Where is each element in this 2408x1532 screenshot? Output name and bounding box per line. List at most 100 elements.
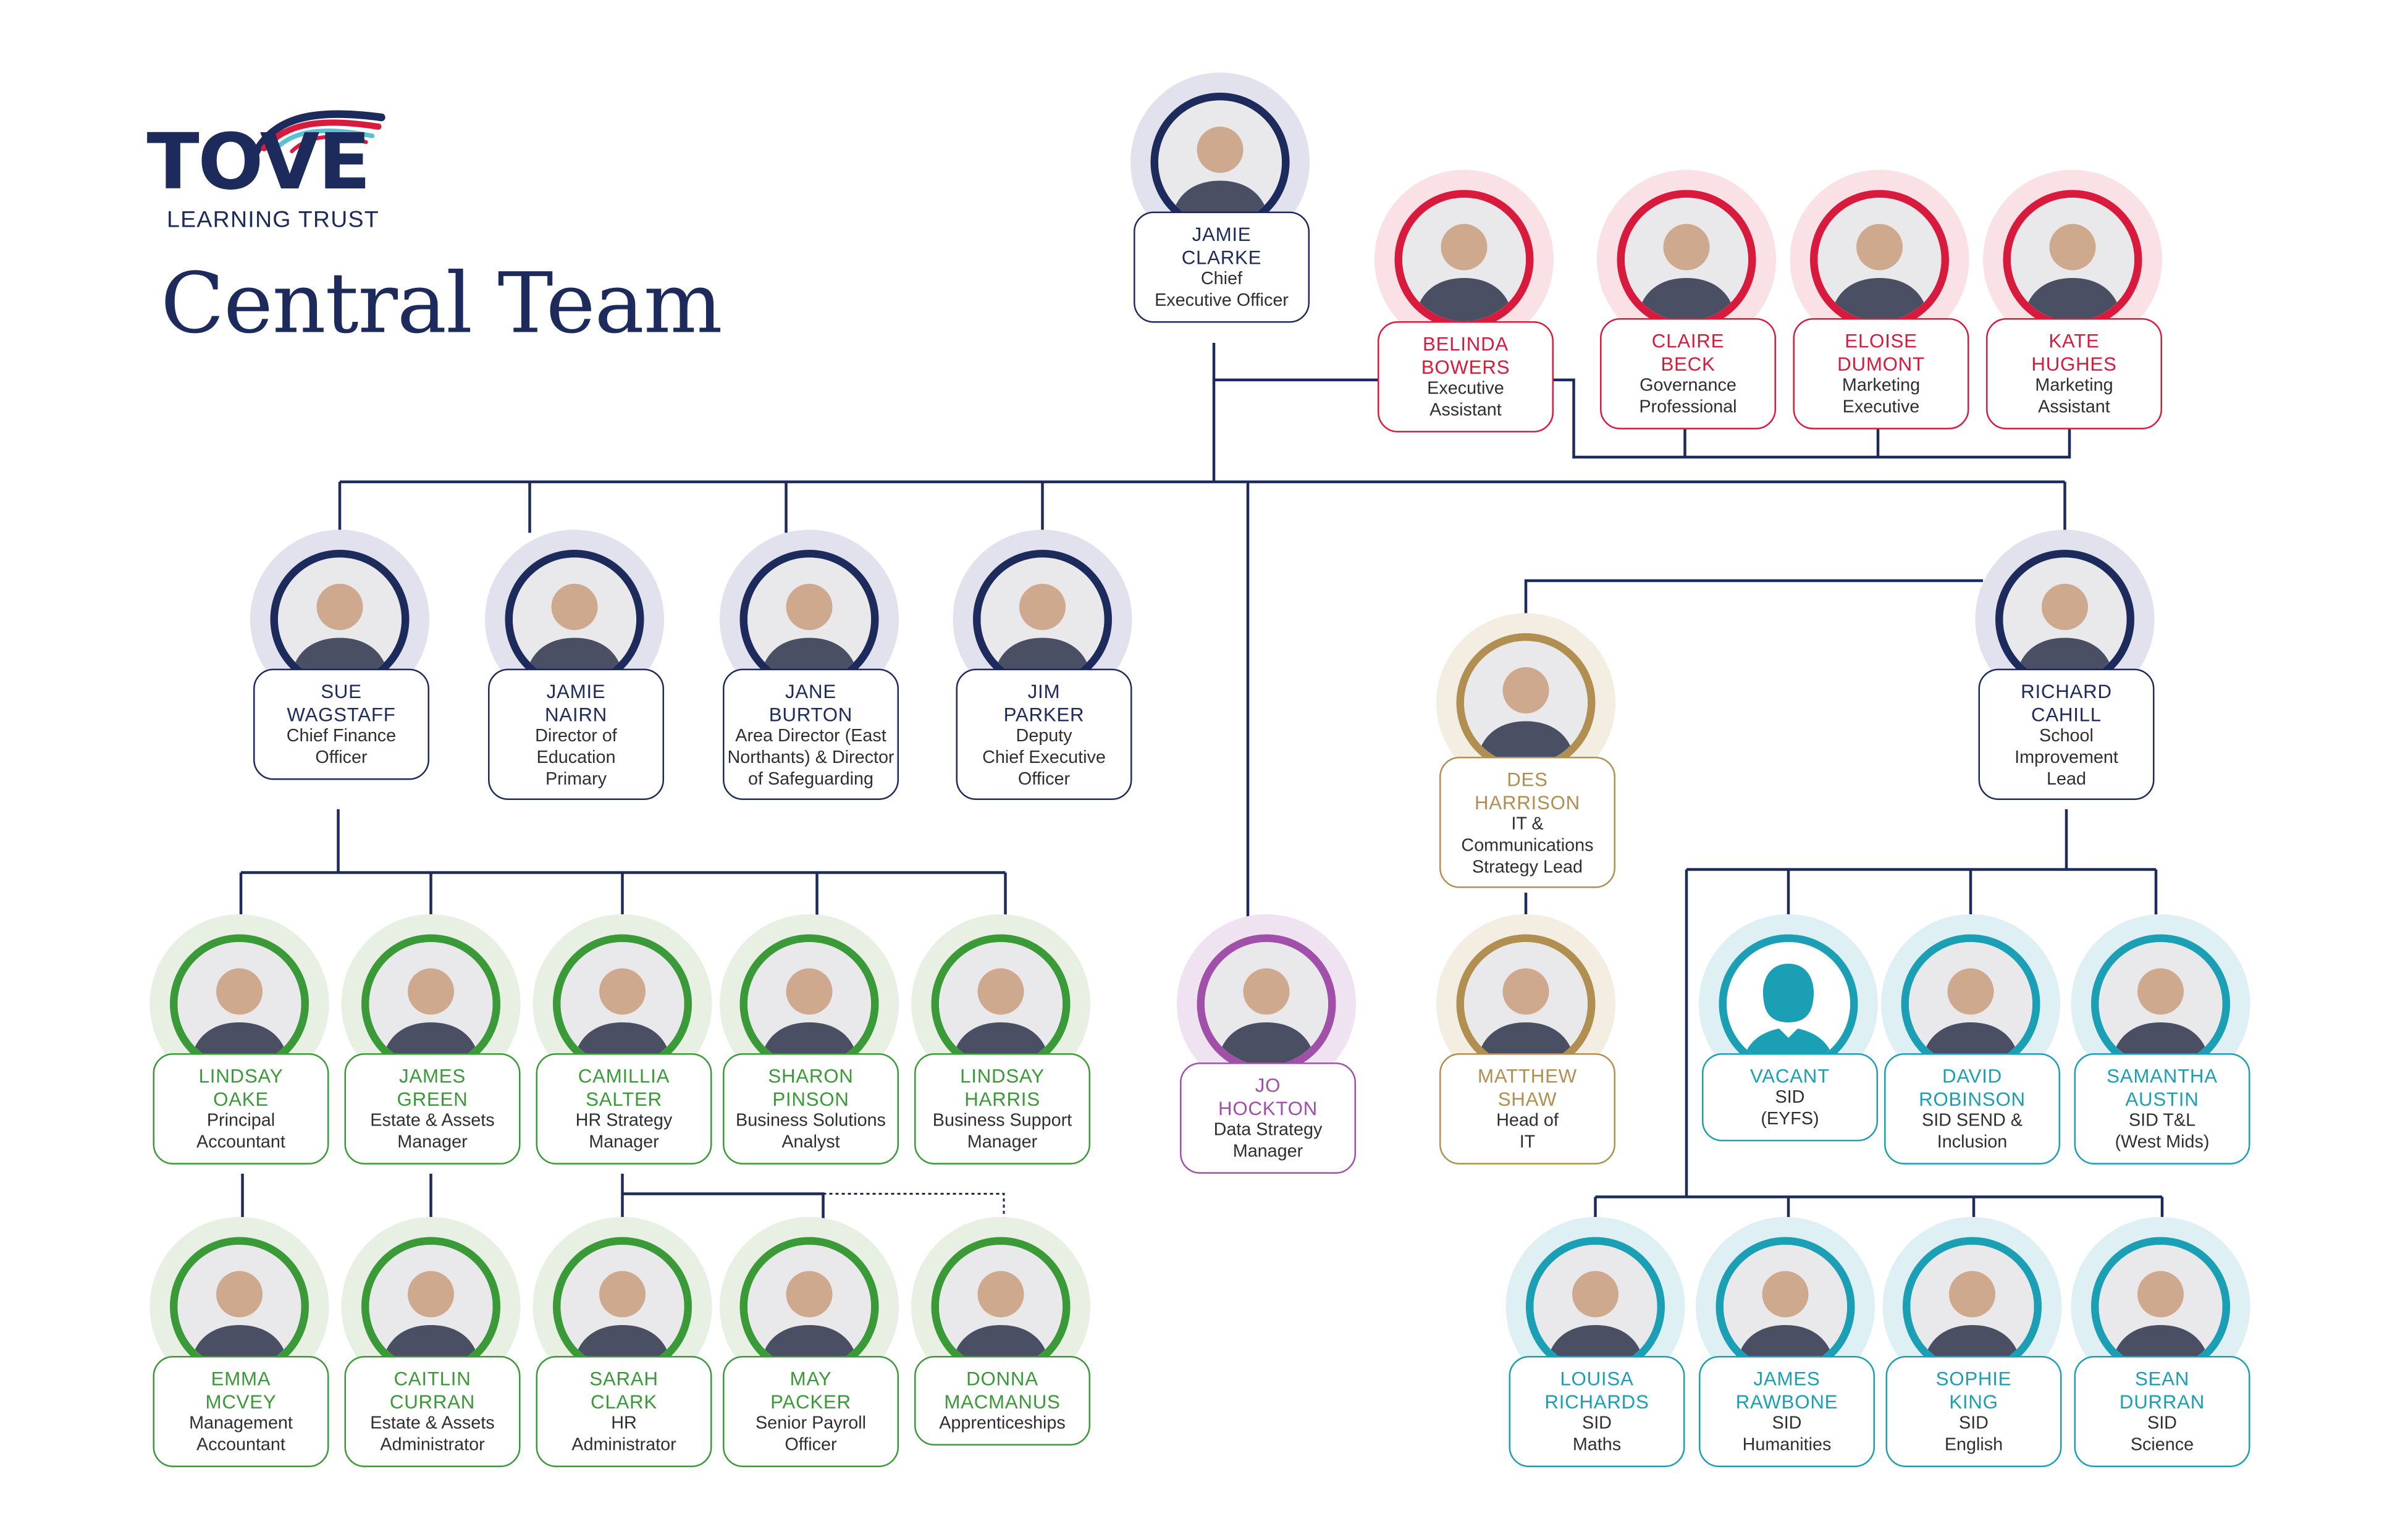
connector [1594,1195,2164,1223]
connector [241,1174,624,1223]
person-photo-icon [560,942,684,1066]
logo-subtitle: LEARNING TRUST [167,207,379,234]
role-line: Deputy [1016,727,1072,746]
person-photo-icon [1909,942,2032,1066]
connector [1524,579,1983,617]
person-photo-icon [1817,198,1942,321]
first-name: KATE [2048,330,2100,352]
photo-ring [361,1237,500,1376]
first-name: SUE [321,681,362,703]
person-photo-icon [939,1245,1063,1368]
last-name: PINSON [772,1088,849,1111]
last-name: PARKER [1003,704,1085,726]
photo-ring [1903,1237,2042,1376]
last-name: KING [1949,1391,1998,1413]
role-line: SID SEND & [1922,1112,2023,1130]
person-photo-icon [369,942,493,1066]
photo-ring [505,550,644,689]
first-name: SAMANTHA [2107,1066,2218,1087]
last-name: ROBINSON [1919,1088,2026,1111]
photo-ring [1995,550,2134,689]
first-name: JAMIE [546,681,606,703]
photo-ring [931,1237,1071,1376]
connector [1685,809,2158,1197]
vacant-silhouette-icon [1727,942,1850,1066]
first-name: JO [1255,1075,1281,1096]
role-line: Lead [2047,770,2086,789]
role-line: Business Support [932,1112,1072,1130]
first-name: BELINDA [1423,334,1509,355]
role-line: Data Strategy [1213,1121,1323,1140]
role-line: Inclusion [1937,1133,2008,1152]
photo-ring [1719,934,1858,1074]
role-line: Marketing [2035,377,2113,395]
person-photo-icon [2099,942,2223,1066]
last-name: HUGHES [2031,353,2117,376]
person-photo-icon [1910,1245,2034,1368]
role-line: Marketing [1842,377,1921,395]
role-line: Chief Executive [982,748,1106,767]
role-line: SID T&L [2128,1112,2196,1130]
photo-ring [1456,934,1596,1074]
role-line: Analyst [781,1133,840,1152]
last-name: BURTON [768,704,853,726]
role-line: HR Strategy [575,1112,673,1130]
last-name: CLARKE [1181,247,1262,269]
logo-arcs-icon [251,110,385,159]
last-name: CLARK [591,1391,657,1413]
role-line: School [2039,727,2094,746]
photo-ring [739,550,879,689]
role-line: Communications [1461,836,1594,856]
first-name: SHARON [768,1066,854,1087]
last-name: HARRISON [1474,792,1580,814]
last-name: WAGSTAFF [287,704,396,726]
role-line: Executive Officer [1155,291,1289,310]
first-name: ELOISE [1845,330,1918,352]
first-name: JAMIE [1192,224,1252,246]
role-line: Area Director (East [735,727,886,746]
last-name: SALTER [586,1088,662,1111]
role-line: of Safeguarding [747,770,874,789]
photo-ring [1715,1237,1855,1376]
last-name: RAWBONE [1735,1391,1838,1413]
first-name: JIM [1027,681,1061,703]
first-name: VACANT [1750,1066,1830,1087]
first-name: LOUISA [1560,1368,1634,1390]
role-line: Officer [1017,770,1071,789]
photo-ring [2091,934,2230,1074]
person-photo-icon [2099,1245,2223,1368]
last-name: HOCKTON [1218,1098,1318,1120]
role-line: IT & [1511,815,1544,834]
role-line: Accountant [196,1436,285,1455]
last-name: NAIRN [544,704,608,726]
person-photo-icon [747,557,871,681]
person-photo-icon [278,557,402,681]
last-name: CAHILL [2031,704,2102,726]
role-line: SID [1772,1415,1802,1433]
role-line: Head of [1496,1112,1559,1130]
role-line: Manager [397,1133,468,1152]
first-name: SOPHIE [1935,1368,2012,1390]
photo-ring [1526,1237,1665,1376]
connector [338,480,2066,533]
person-photo-icon [513,557,636,681]
